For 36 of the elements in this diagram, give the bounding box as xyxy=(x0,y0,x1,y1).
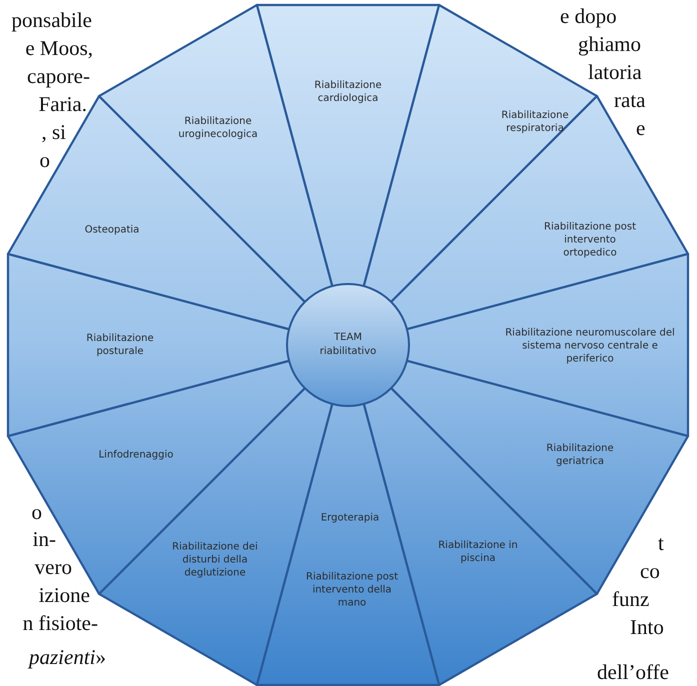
body-text-fragment: ponsabile xyxy=(12,8,92,32)
segment-label: Osteopatia xyxy=(62,224,162,236)
body-text-fragment: Faria. xyxy=(38,92,87,116)
body-text-fragment: e xyxy=(636,116,646,140)
segment-label: Ergoterapia xyxy=(320,512,380,524)
body-text-fragment: co xyxy=(640,559,660,583)
segment-label: Riabilitazione post intervento ortopedico xyxy=(540,220,640,260)
segment-label: Riabilitazione dei disturbi della deglutizione xyxy=(160,540,270,580)
body-text-fragment: latoria xyxy=(588,60,642,84)
segment-label: Riabilitazione uroginecologica xyxy=(163,115,273,141)
body-text-fragment: in- xyxy=(32,527,56,551)
segment-label: Riabilitazione posturale xyxy=(70,332,170,358)
body-text-fragment: , si xyxy=(41,120,66,144)
body-text-fragment: pazienti» xyxy=(29,645,106,669)
body-text-fragment: n fisiote- xyxy=(22,611,98,635)
segment-label: Riabilitazione in piscina xyxy=(428,539,528,565)
body-text-fragment: funz xyxy=(612,587,650,611)
body-text-fragment: e dopo xyxy=(560,4,617,28)
body-text-fragment: rata xyxy=(614,88,646,112)
segment-label: Riabilitazione cardiologica xyxy=(298,79,398,105)
circle-label: TEAM riabilitativo xyxy=(318,331,378,359)
segment-label: Riabilitazione geriatrica xyxy=(530,442,630,468)
body-text-fragment: o xyxy=(32,500,42,524)
body-text-fragment: Into xyxy=(630,615,664,639)
body-text-fragment: izione xyxy=(38,583,90,607)
body-text-fragment: vero xyxy=(34,555,72,579)
body-text-fragment: capore- xyxy=(27,64,90,88)
body-text-fragment: dell’offe xyxy=(597,660,669,684)
segment-label: Riabilitazione neuromuscolare del sistema nervoso centrale e periferico xyxy=(498,326,682,366)
segment-label: Riabilitazione post intervento della mano xyxy=(305,570,399,610)
body-text-fragment: e Moos, xyxy=(25,36,93,60)
segment-label: Riabilitazione respiratoria xyxy=(485,109,585,135)
body-text-fragment: t xyxy=(658,531,664,555)
body-text-fragment: ghiamo xyxy=(578,32,641,56)
body-text-fragment: o xyxy=(40,148,50,172)
segment-label: Linfodrenaggio xyxy=(81,448,191,462)
